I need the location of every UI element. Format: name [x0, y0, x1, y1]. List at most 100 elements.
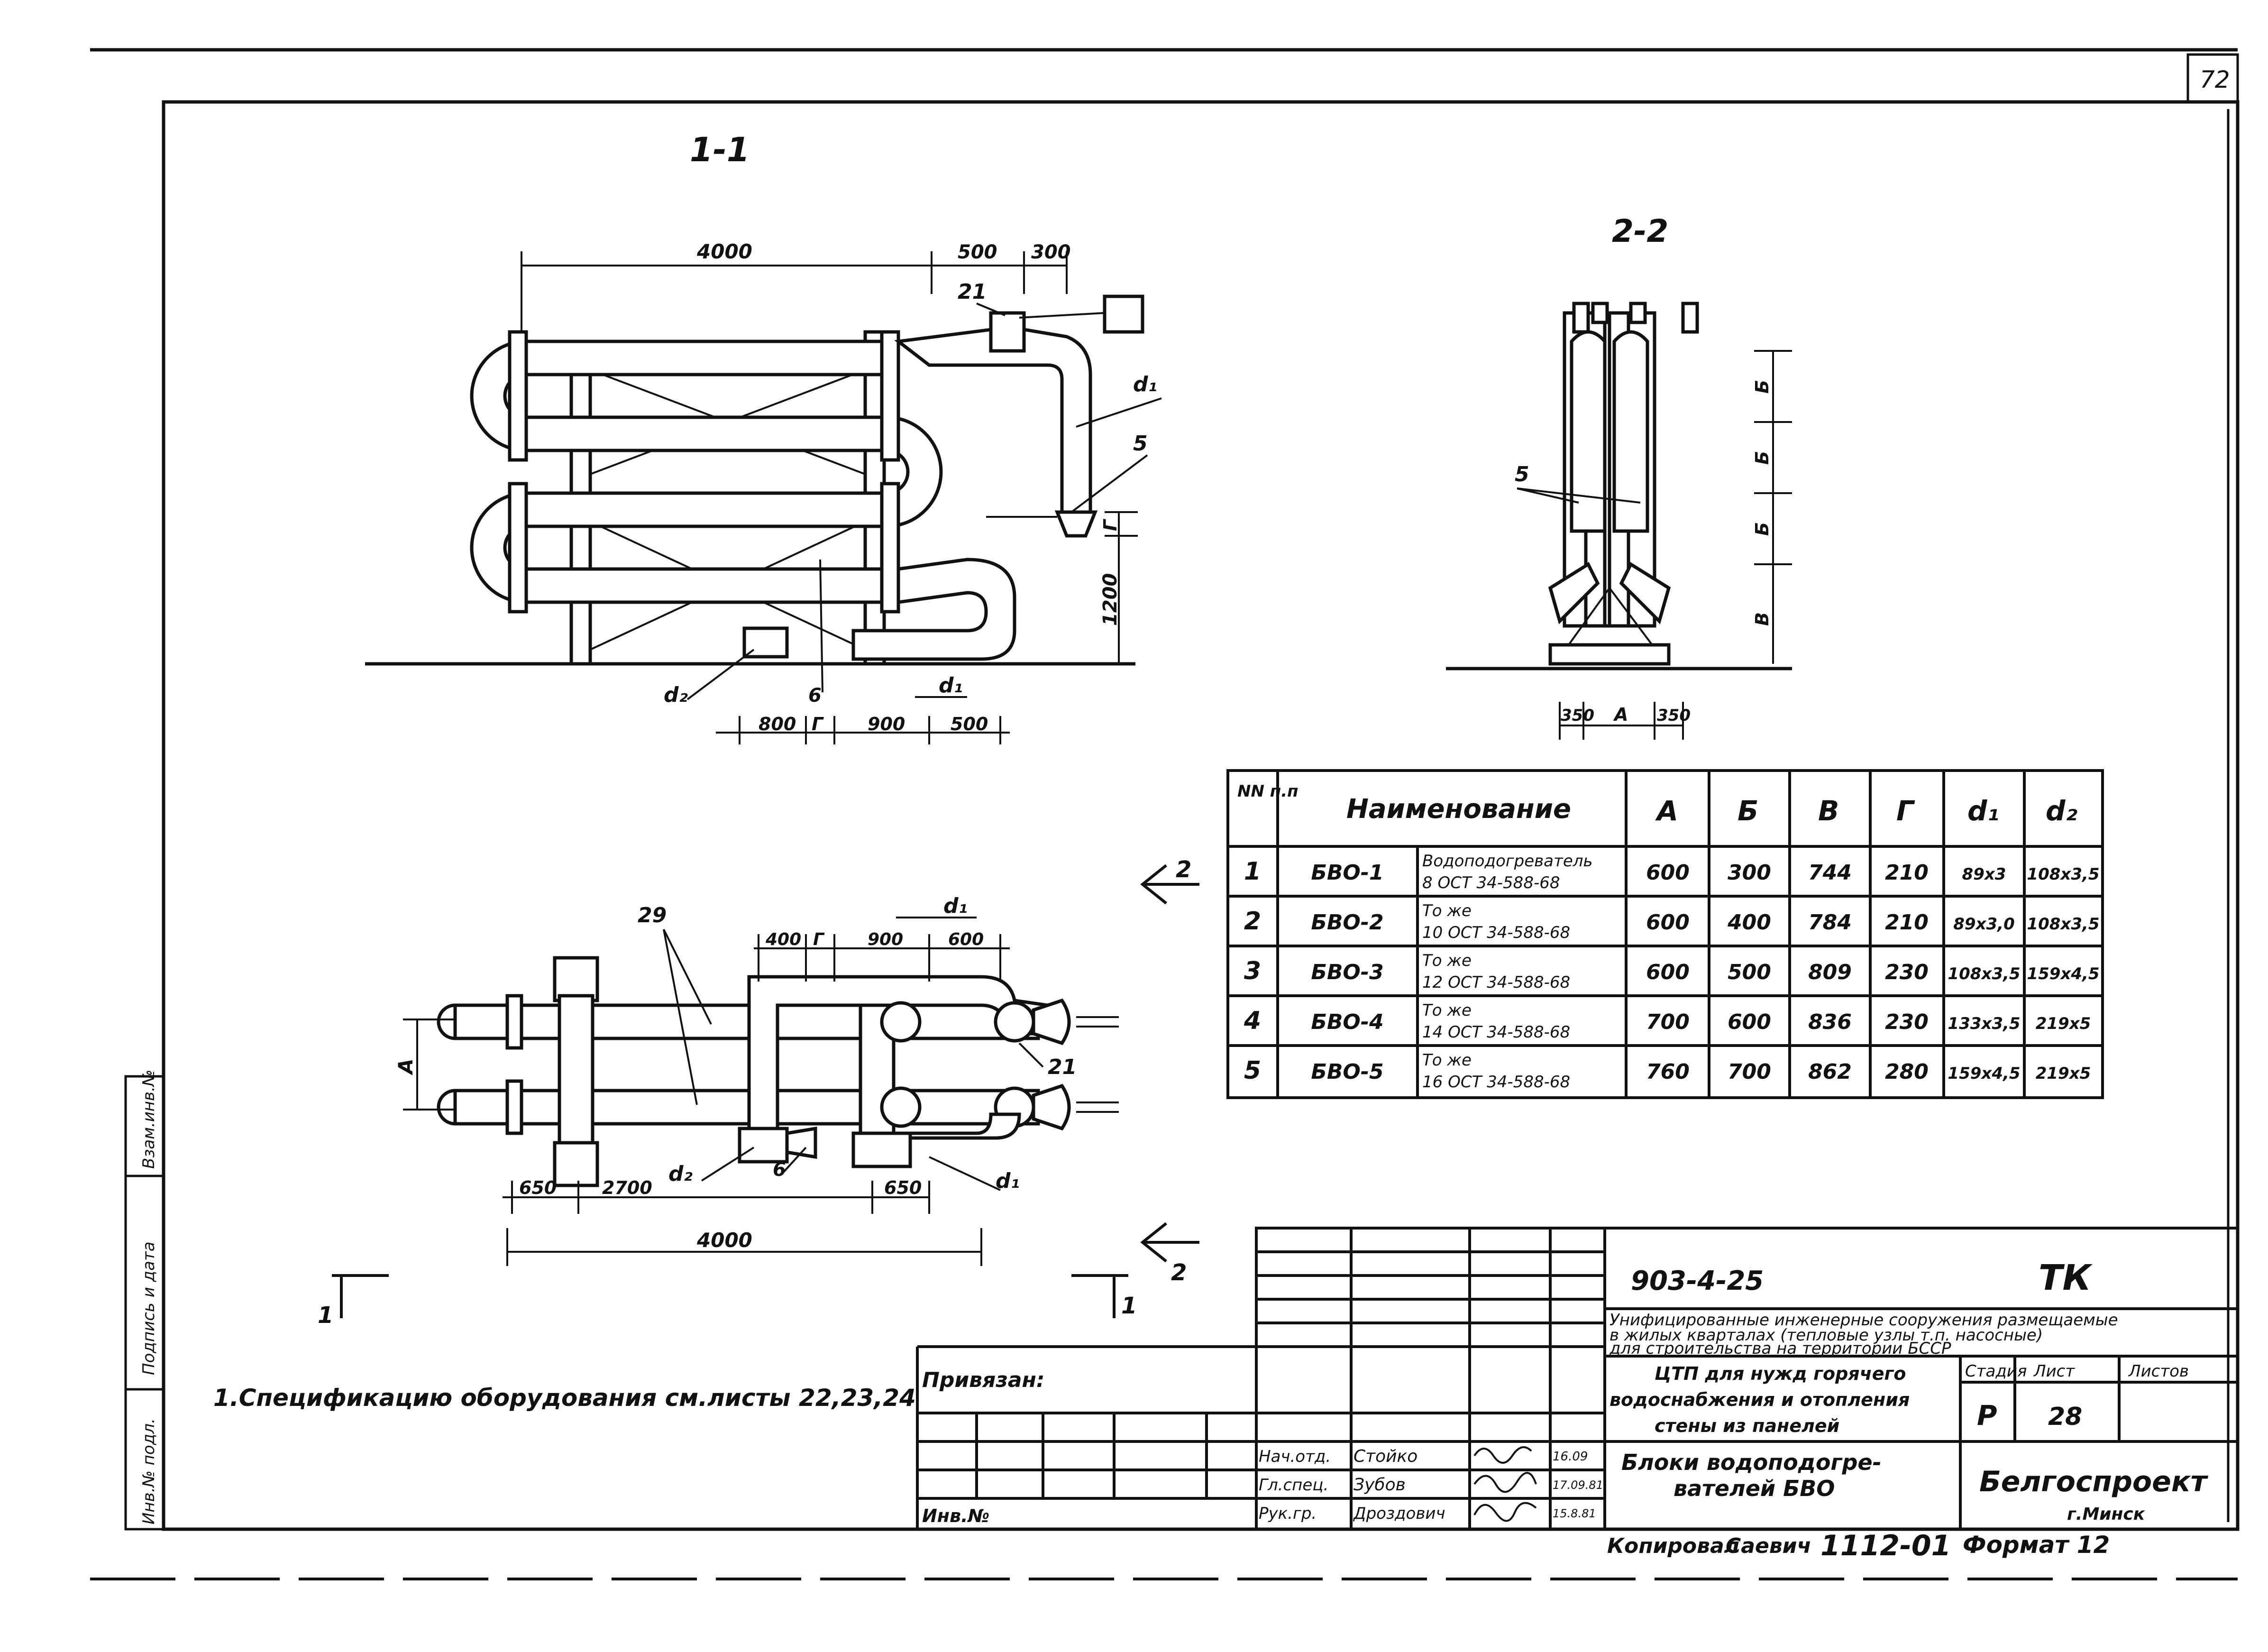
tb-name-1: Стойко: [1353, 1447, 1418, 1466]
section-mark-top-arrow: 2: [1176, 856, 1191, 883]
plan-callout-21: 21: [1048, 1055, 1077, 1079]
dim-length: 4000: [696, 240, 752, 263]
section-1-1: 1-1: [365, 130, 1162, 744]
cell-code: БВО-4: [1311, 1010, 1383, 1034]
cell-desc-line2: 14 ОСТ 34-588-68: [1422, 1023, 1570, 1042]
side-stamp-inv: Инв.№ подл.: [139, 1418, 158, 1524]
signature: [1473, 1472, 1537, 1493]
callout-d1-top: d₁: [1133, 372, 1157, 396]
tb-org: Белгоспроект: [1979, 1465, 2209, 1498]
cell-n: 3: [1244, 957, 1261, 985]
dim-350-right: 350: [1657, 706, 1691, 725]
cell-b: 500: [1728, 960, 1771, 984]
tb-role-1: Нач.отд.: [1259, 1447, 1331, 1466]
tb-mark: ТК: [2039, 1257, 2093, 1298]
cell-d1: 133x3,5: [1948, 1014, 2020, 1033]
callout-21: 21: [958, 280, 987, 304]
cell-d1: 89x3: [1962, 865, 2006, 884]
cell-g: 210: [1885, 861, 1929, 885]
cell-desc-line2: 10 ОСТ 34-588-68: [1422, 923, 1570, 942]
cell-a: 700: [1646, 1010, 1690, 1034]
cell-g: 230: [1885, 1010, 1929, 1034]
plan-callout-d2: d₂: [668, 1162, 693, 1186]
section-1-1-label: 1-1: [690, 130, 750, 169]
cell-code: БВО-5: [1311, 1060, 1383, 1084]
tb-project-1: Унифицированные инженерные сооружения ра…: [1610, 1311, 2118, 1330]
dim-a: А: [1613, 704, 1628, 725]
dim-350-left: 350: [1561, 706, 1594, 725]
side-stamp-replace: Взам.инв.№: [139, 1070, 158, 1169]
plan-dim-650-left: 650: [519, 1177, 557, 1198]
cell-desc-line1: То же: [1422, 951, 1472, 970]
th-d2: d₂: [2046, 795, 2077, 827]
tb-title-2: водоснабжения и отопления: [1610, 1389, 1910, 1410]
plan-callout-29: 29: [638, 903, 667, 927]
side-stamp: Инв.№ подл. Подпись и дата Взам.инв.№: [124, 1070, 165, 1531]
heater-pipe: [524, 415, 888, 452]
cell-d2: 219x5: [2036, 1064, 2091, 1083]
flange: [508, 330, 900, 614]
callout-6: 6: [808, 685, 822, 707]
dim-v: В: [1752, 612, 1773, 626]
cell-code: БВО-3: [1311, 960, 1383, 984]
dim-800: 800: [759, 714, 796, 734]
tb-sheet-label: Лист: [2033, 1362, 2075, 1381]
tb-title-3: стены из панелей: [1655, 1415, 1839, 1436]
tb-sheets-label: Листов: [2128, 1362, 2189, 1381]
dim-500: 500: [958, 241, 997, 263]
cell-g: 280: [1885, 1060, 1929, 1084]
signature: [1473, 1446, 1532, 1464]
tb-title-1: ЦТП для нужд горячего: [1655, 1363, 1906, 1384]
cell-d2: 108x3,5: [2027, 865, 2099, 884]
tb-role-3: Рук.гр.: [1259, 1504, 1317, 1523]
dim-500-bottom: 500: [951, 714, 988, 734]
dim-height: 1200: [1099, 573, 1121, 626]
tb-project-3: для строительства на территории БССР: [1609, 1339, 1951, 1358]
cell-g: 210: [1885, 910, 1929, 935]
tb-stage: Р: [1977, 1399, 1997, 1432]
table-header: NN п.п Наименование А Б В Г d₁ d₂: [1237, 782, 2077, 827]
plan-dim-400: 400: [765, 930, 801, 949]
plan-callout-d1-bottom: d₁: [996, 1169, 1020, 1193]
dim-b1: Б: [1752, 380, 1773, 394]
th-v: В: [1818, 795, 1839, 827]
cell-d2: 219x5: [2036, 1014, 2091, 1033]
callout-d1-bottom: d₁: [939, 673, 963, 698]
cell-d1: 108x3,5: [1948, 964, 2020, 983]
plan-callout-d1-top: d₁: [943, 894, 968, 918]
cell-b: 700: [1728, 1060, 1771, 1084]
cell-v: 836: [1808, 1010, 1852, 1034]
plan-dim-2700: 2700: [602, 1177, 652, 1198]
tb-code: 903-4-25: [1631, 1266, 1764, 1296]
section-marks: 1 1 2 2: [318, 856, 1199, 1329]
plan-view: 400 Г 900 600 А 650 2700 650 4000 29 d₁ …: [394, 894, 1119, 1266]
cell-code: БВО-2: [1311, 910, 1383, 935]
section-mark-right: 1: [1121, 1293, 1137, 1319]
tb-date-3: 15.8.81: [1553, 1507, 1596, 1520]
copier-line: Копировал Саевич 1112-01 Формат 12: [1607, 1529, 2110, 1562]
cell-desc-line2: 16 ОСТ 34-588-68: [1422, 1073, 1570, 1092]
dim-b2: Б: [1752, 451, 1773, 465]
plan-dim-600: 600: [948, 930, 984, 949]
cell-desc-line1: То же: [1422, 1001, 1472, 1020]
dim-g-bottom: Г: [812, 714, 824, 734]
tb-bound: Привязан:: [922, 1368, 1045, 1392]
order-number: 1112-01: [1820, 1529, 1951, 1562]
tb-drawing-2: вателей БВО: [1674, 1476, 1835, 1501]
tb-drawing-1: Блоки водоподогре-: [1621, 1450, 1882, 1475]
dim-b3: Б: [1752, 522, 1773, 536]
section-2-2: 2-2 Б Б Б В 350 А 350: [1446, 213, 1792, 740]
cell-d1: 89x3,0: [1953, 915, 2014, 934]
tb-name-3: Дроздович: [1353, 1504, 1445, 1523]
heater-pipe: [524, 340, 888, 376]
plan-dim-a: А: [394, 1058, 417, 1075]
cell-a: 600: [1646, 960, 1690, 984]
tb-date-1: 16.09: [1553, 1450, 1588, 1464]
cell-code: БВО-1: [1311, 861, 1383, 885]
plan-dim-900: 900: [868, 930, 903, 949]
